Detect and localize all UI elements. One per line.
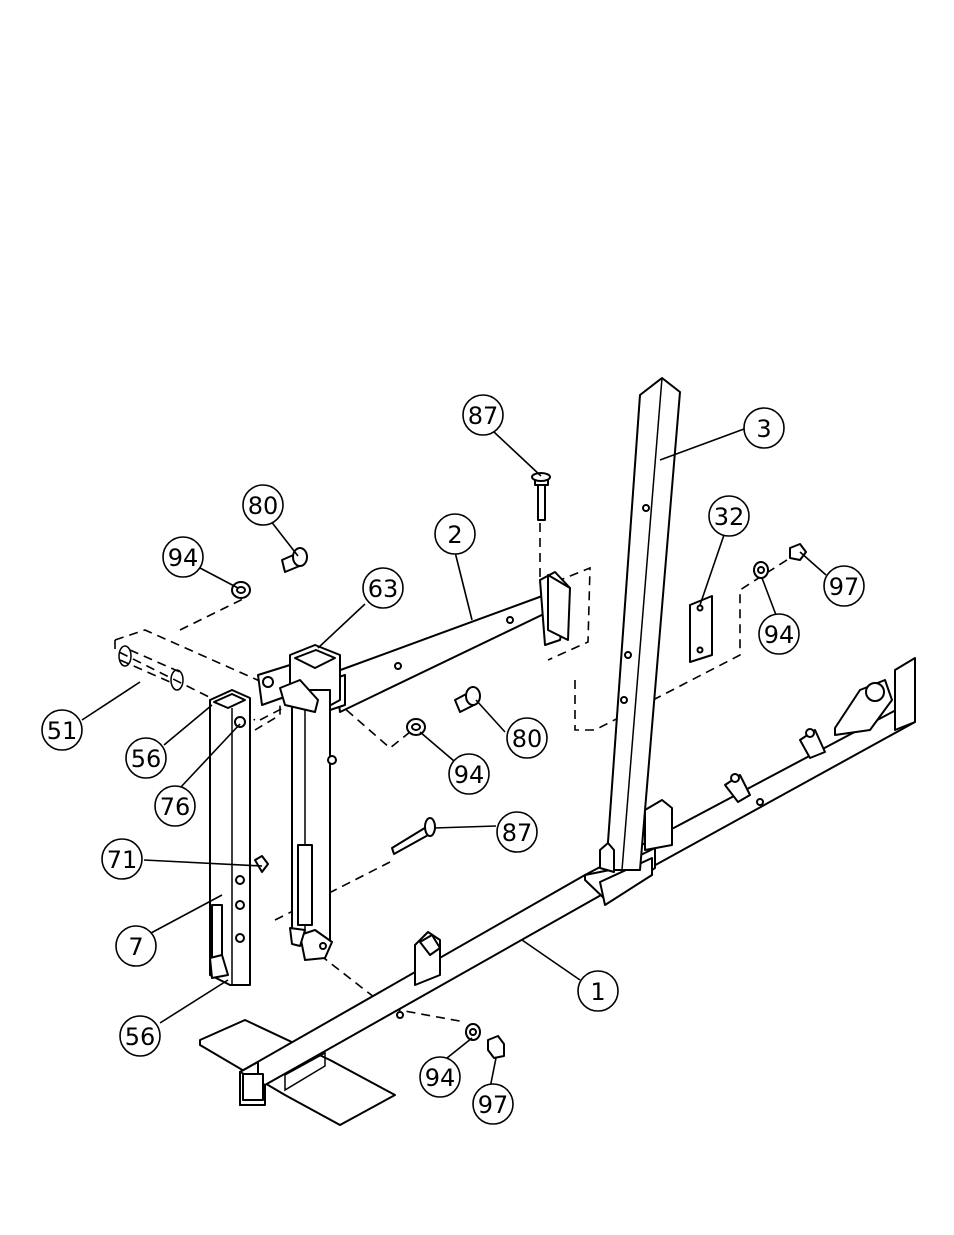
callout-94-bottom: 94 — [420, 1057, 460, 1097]
callout-87-top: 87 — [463, 395, 503, 435]
callout-97-right: 97 — [824, 566, 864, 606]
callout-80-middle: 80 — [507, 718, 547, 758]
callout-97-bottom: 97 — [473, 1084, 513, 1124]
callout-label: 94 — [764, 621, 795, 649]
callout-label: 87 — [468, 402, 499, 430]
callout-label: 94 — [168, 544, 199, 572]
callout-51: 51 — [42, 710, 82, 750]
callout-label: 1 — [590, 978, 605, 1006]
callout-label: 80 — [248, 492, 279, 520]
callout-label: 80 — [512, 725, 543, 753]
callout-80-top: 80 — [243, 485, 283, 525]
callout-label: 87 — [502, 819, 533, 847]
callout-label: 32 — [714, 503, 745, 531]
callout-94-top-left: 94 — [163, 537, 203, 577]
part-63-sleeve — [258, 645, 340, 960]
callout-label: 94 — [425, 1064, 456, 1092]
callout-2: 2 — [435, 514, 475, 554]
callout-label: 94 — [454, 761, 485, 789]
callout-63: 63 — [363, 568, 403, 608]
callout-32: 32 — [709, 496, 749, 536]
callout-label: 7 — [128, 933, 143, 961]
callout-56-top: 56 — [126, 738, 166, 778]
callout-76: 76 — [155, 786, 195, 826]
callout-3: 3 — [744, 408, 784, 448]
callout-label: 71 — [107, 846, 138, 874]
callout-label: 56 — [125, 1023, 156, 1051]
callout-label: 56 — [131, 745, 162, 773]
callout-label: 97 — [829, 573, 860, 601]
callout-71: 71 — [102, 839, 142, 879]
callout-label: 3 — [756, 415, 771, 443]
callout-1: 1 — [578, 971, 618, 1011]
callout-56-bottom: 56 — [120, 1016, 160, 1056]
part-3-upright-post — [600, 378, 680, 872]
callout-label: 76 — [160, 793, 191, 821]
callout-label: 2 — [447, 521, 462, 549]
callout-label: 97 — [478, 1091, 509, 1119]
callout-94-middle: 94 — [449, 754, 489, 794]
callout-87-lower: 87 — [497, 812, 537, 852]
callout-7: 7 — [116, 926, 156, 966]
callout-label: 63 — [368, 575, 399, 603]
callout-label: 51 — [47, 717, 78, 745]
part-7-tube — [210, 690, 268, 985]
callout-94-right: 94 — [759, 614, 799, 654]
